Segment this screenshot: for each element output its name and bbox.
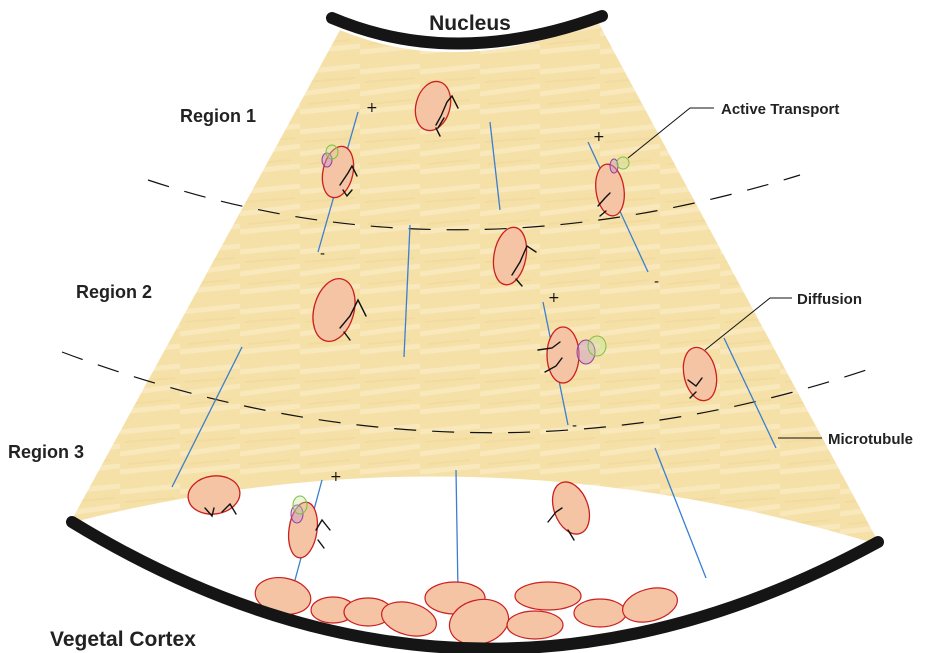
microtubule-label: Microtubule <box>828 431 913 448</box>
vegetal-cortex-label: Vegetal Cortex <box>50 628 196 651</box>
minus-end-mark: - <box>572 418 577 434</box>
region-3-label: Region 3 <box>8 442 84 462</box>
organelle <box>285 496 330 560</box>
minus-end-mark: - <box>320 246 325 262</box>
minus-end-mark: - <box>654 274 659 290</box>
microtubule <box>456 470 458 592</box>
plus-end-mark: + <box>548 290 560 306</box>
active-transport-label: Active Transport <box>721 101 839 118</box>
plus-end-mark: + <box>330 469 342 485</box>
nucleus-label: Nucleus <box>429 12 511 35</box>
plus-end-mark: + <box>593 129 605 145</box>
organelle <box>546 477 596 540</box>
region-2-label: Region 2 <box>76 282 152 302</box>
diffusion-label: Diffusion <box>797 291 862 308</box>
region-1-label: Region 1 <box>180 106 256 126</box>
plus-end-mark: + <box>366 100 378 116</box>
